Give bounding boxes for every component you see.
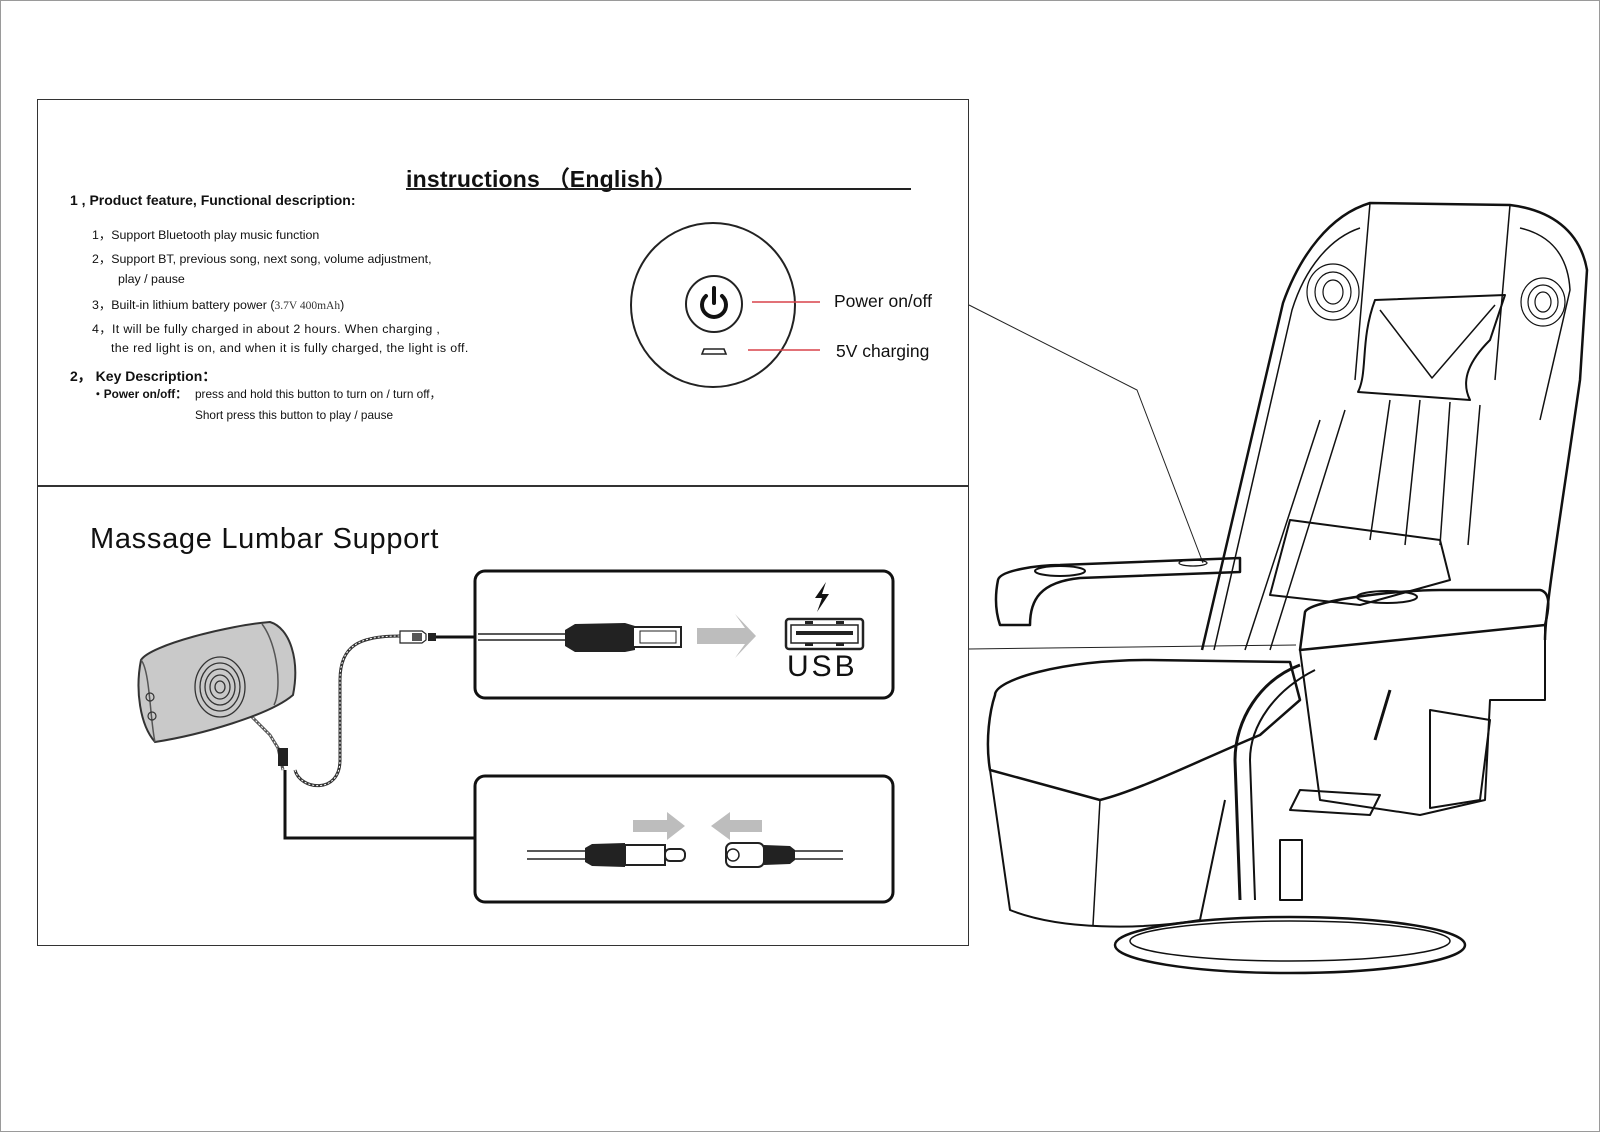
key-label: ・Power on/off： [92, 387, 188, 401]
charging-callout-label: 5V charging [836, 341, 930, 361]
usb-cable [293, 634, 401, 788]
usb-label: USB [787, 650, 858, 683]
usb-port-icon [784, 617, 865, 651]
lumbar-pillow [137, 620, 297, 744]
leader-to-pillow [968, 644, 1297, 650]
diagram-heading: Massage Lumbar Support [90, 523, 440, 555]
insert-arrow-usb [697, 614, 756, 658]
dc-socket [725, 842, 843, 868]
feature-item-4: 4，It will be fully charged in about 2 ho… [92, 322, 441, 336]
battery-spec: 3.7V 400mAh [274, 300, 341, 312]
usb-plug [478, 623, 682, 652]
title-underline [406, 188, 911, 190]
feature-item-3: 3，Built-in lithium battery power (3.7V 4… [92, 295, 344, 313]
dc-cable [283, 770, 475, 840]
power-icon [685, 275, 743, 333]
key-power-label: ・Power on/off： [92, 385, 187, 402]
dc-plug [527, 843, 686, 867]
feature-item-1: 1，Support Bluetooth play music function [92, 228, 320, 242]
usb-connection-box [473, 569, 895, 700]
lightning-bolt-icon [815, 582, 829, 612]
dc-connection-box [473, 774, 895, 904]
massage-chair-illustration [986, 201, 1589, 975]
feature-item-4-cont: the red light is on, and when it is full… [111, 341, 469, 355]
page-title: instructions （English） [406, 166, 678, 192]
insert-arrow-left [711, 812, 762, 840]
feature-item-2-cont: play / pause [118, 272, 185, 286]
section-2-heading: 2， Key Description： [70, 368, 217, 384]
insert-arrow-right [633, 812, 685, 840]
section-1-heading: 1 , Product feature, Functional descript… [70, 192, 356, 208]
feature-item-3-text: 3，Built-in lithium battery power ( [92, 298, 275, 312]
key-line-1: press and hold this button to turn on / … [195, 387, 442, 401]
feature-item-3-close: ) [340, 298, 345, 312]
lumbar-diagram-panel [37, 486, 969, 946]
micro-usb-port-icon [700, 348, 728, 355]
feature-item-2: 2，Support BT, previous song, next song, … [92, 252, 432, 266]
button-detail [630, 222, 820, 388]
key-line-2: Short press this button to play / pause [195, 408, 394, 422]
leader-to-armrest [968, 304, 1204, 564]
instructions-panel [37, 99, 969, 486]
power-callout-label: Power on/off [834, 291, 932, 311]
